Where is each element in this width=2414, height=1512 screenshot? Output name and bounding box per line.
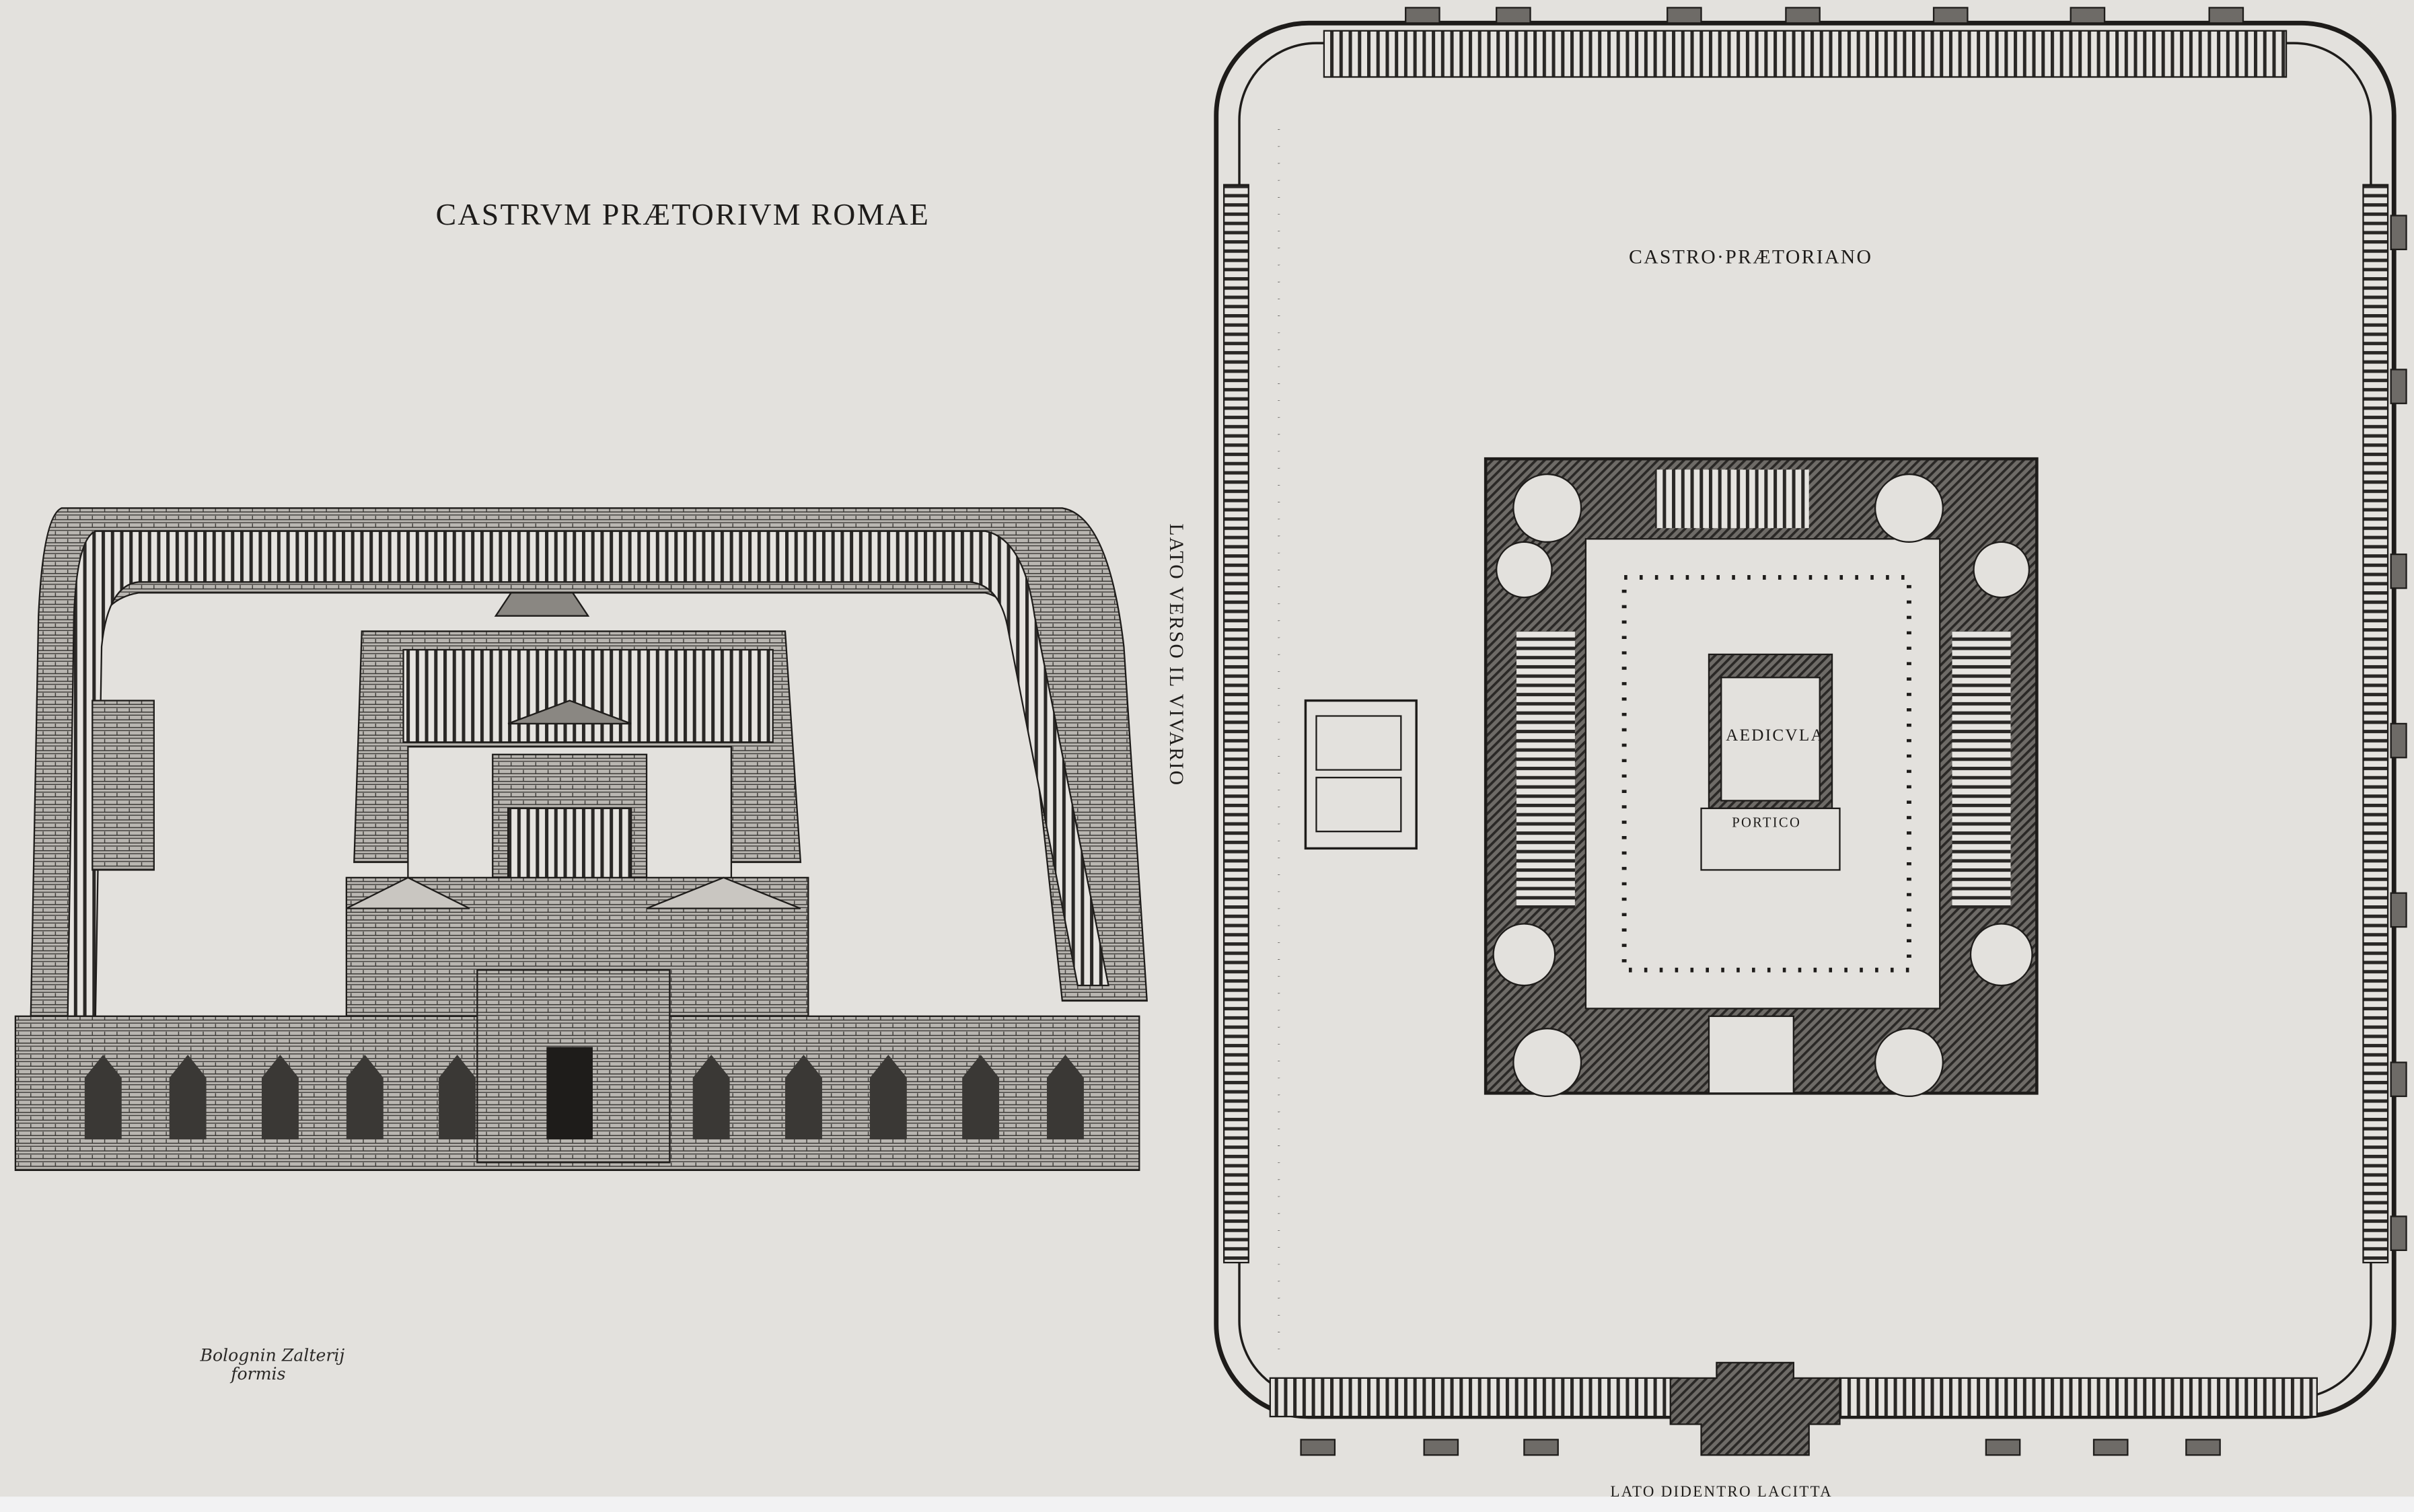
right-title: CASTRO·PRÆTORIANO	[1629, 245, 1872, 268]
left-title: CASTRVM PRÆTORIVM ROMAE	[436, 197, 930, 231]
castrum-perspective-view	[14, 507, 1148, 1171]
left-side-label: LATO VERSO IL VIVARIO	[1165, 523, 1187, 786]
aedicula-label: AEDICVLA	[1726, 726, 1825, 745]
castro-praetoriano-plan	[1214, 7, 2407, 1456]
bottom-side-label: LATO DIDENTRO LACITTA	[1611, 1483, 1833, 1500]
signature-line-1: Bolognin Zalterij	[199, 1346, 344, 1365]
portico-label: PORTICO	[1732, 815, 1801, 830]
signature-line-2: formis	[229, 1364, 285, 1384]
